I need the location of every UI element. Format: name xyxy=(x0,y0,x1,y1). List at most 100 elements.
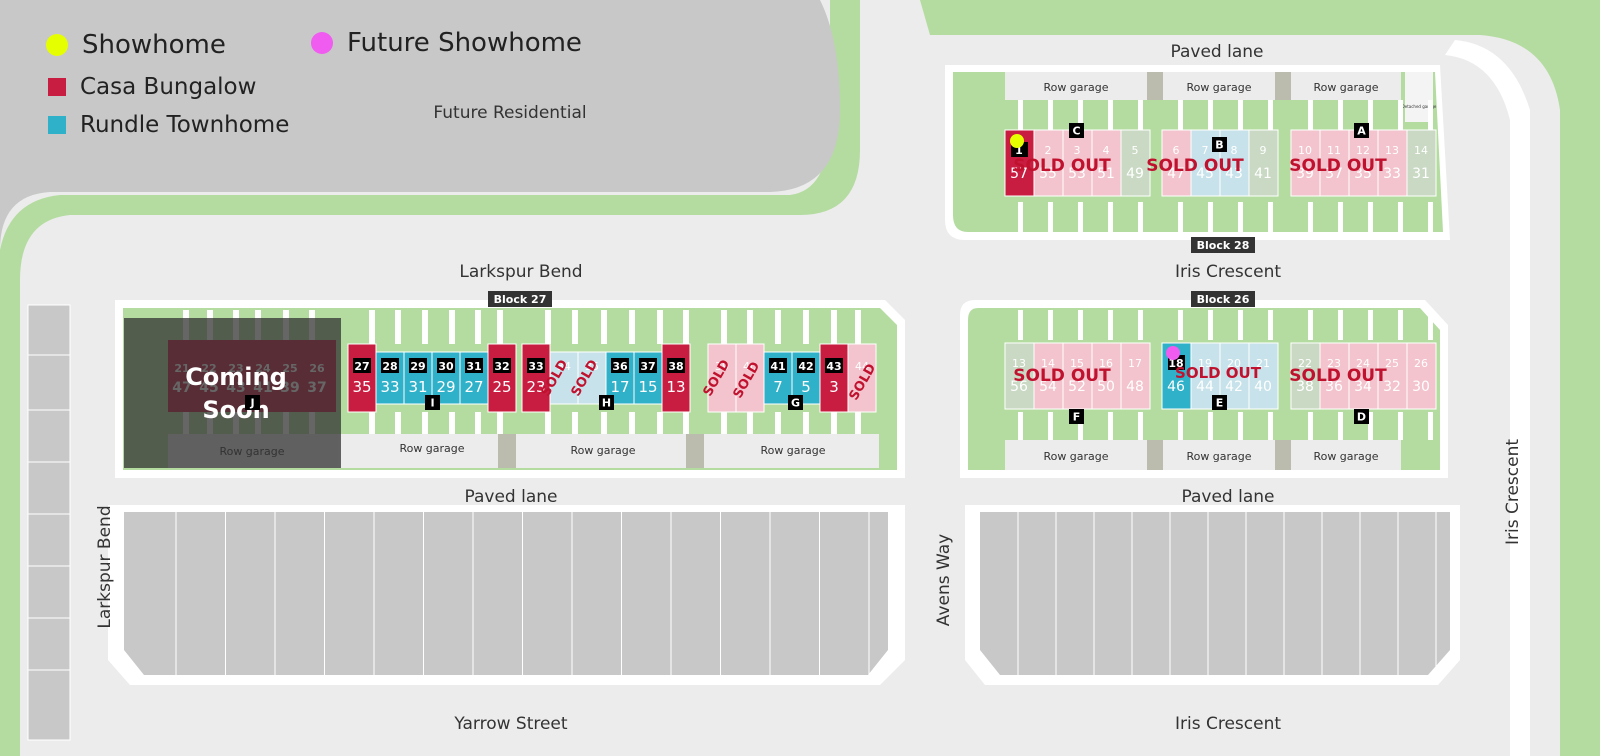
driveway xyxy=(497,412,503,434)
row-garage-label: Row garage xyxy=(1186,81,1251,94)
parcel-right xyxy=(980,512,1450,675)
lot-number-label: 3 xyxy=(1074,144,1081,157)
lot-number-label: 42 xyxy=(798,360,813,373)
driveway xyxy=(1308,310,1313,340)
driveway xyxy=(395,310,401,344)
driveway xyxy=(601,412,607,434)
road-larkspur-bend-side: Larkspur Bend xyxy=(95,505,115,628)
left-parking-dividers xyxy=(28,354,70,671)
driveway xyxy=(1018,310,1023,340)
lot-number-label: 39 xyxy=(1296,166,1314,182)
unit-letter-label: F xyxy=(1073,411,1081,424)
driveway xyxy=(1138,202,1143,232)
driveway xyxy=(1078,100,1083,130)
legend: Showhome Future Showhome Casa Bungalow R… xyxy=(46,28,686,148)
lot-number-label: 31 xyxy=(408,378,427,396)
driveway xyxy=(422,310,428,344)
lot-number-label: 45 xyxy=(1196,166,1214,182)
showhome-marker[interactable] xyxy=(1010,134,1024,148)
sold-out-label-a: SOLD OUT xyxy=(1289,156,1387,176)
unit xyxy=(1248,342,1279,410)
driveway xyxy=(601,310,607,344)
unit xyxy=(1033,129,1064,197)
lot-number-label: 32 xyxy=(1383,379,1401,395)
lot-number-label: 30 xyxy=(438,360,454,373)
lot-number-label: 26 xyxy=(1414,357,1428,370)
unit-letter-badge xyxy=(245,395,260,410)
row-garage-label: Row garage xyxy=(1043,81,1108,94)
parcel-right-dividers xyxy=(1017,512,1437,675)
unit xyxy=(735,343,765,413)
showhome-dot-icon xyxy=(46,34,68,56)
lot-number-label: 46 xyxy=(1167,379,1185,395)
row-garage-b28-1 xyxy=(1005,72,1147,100)
unit-letter-badge xyxy=(599,395,614,410)
lot-number-label: 14 xyxy=(1041,357,1055,370)
row-garage-i xyxy=(338,434,498,468)
lot-number-label: 15 xyxy=(638,378,657,396)
driveway xyxy=(1178,202,1183,232)
driveway xyxy=(775,310,781,344)
driveway xyxy=(747,310,753,344)
lot-number-label: 27 xyxy=(354,360,369,373)
unit xyxy=(1091,129,1122,197)
driveway xyxy=(855,310,861,344)
driveway xyxy=(1108,412,1113,440)
lot-number-label: 20 xyxy=(1227,357,1241,370)
lot-number-label: 51 xyxy=(1097,166,1115,182)
driveway xyxy=(1138,310,1143,340)
lot-badge xyxy=(527,358,545,373)
lot-number-label: 35 xyxy=(1354,166,1372,182)
lot-number-label: 13 xyxy=(1385,144,1399,157)
lot-number-label: 33 xyxy=(380,378,399,396)
road-avens-way: Avens Way xyxy=(934,534,954,626)
driveway xyxy=(1398,100,1403,130)
driveway xyxy=(1208,412,1213,440)
lot-number-label: 33 xyxy=(1383,166,1401,182)
unit-letter-label: B xyxy=(1215,139,1223,152)
future-showhome-marker[interactable] xyxy=(1166,346,1180,360)
lot-number-label: 39 xyxy=(715,360,729,373)
driveway xyxy=(1138,100,1143,130)
driveway xyxy=(683,412,689,434)
driveway xyxy=(1138,412,1143,440)
driveway xyxy=(475,412,481,434)
lot-badge xyxy=(493,358,511,373)
driveway xyxy=(1338,412,1343,440)
unit xyxy=(819,343,849,413)
driveway xyxy=(831,412,837,434)
lot-badge xyxy=(465,358,483,373)
road-yarrow-street: Yarrow Street xyxy=(453,714,567,734)
unit xyxy=(1319,129,1350,197)
lot-number-label: 43 xyxy=(1225,166,1243,182)
lot-number-label: 27 xyxy=(464,378,483,396)
driveway xyxy=(1268,412,1273,440)
driveway xyxy=(1238,310,1243,340)
lot-number-label: 54 xyxy=(1039,379,1057,395)
lot-number-label: 57 xyxy=(1010,166,1028,182)
unit xyxy=(1033,342,1064,410)
lot-badge xyxy=(381,358,399,373)
driveway xyxy=(1238,412,1243,440)
driveway xyxy=(449,310,455,344)
garage-gap-2 xyxy=(686,434,704,468)
driveway xyxy=(1338,202,1343,232)
unit-letter-label: D xyxy=(1357,411,1366,424)
driveway xyxy=(683,310,689,344)
driveway xyxy=(1208,310,1213,340)
driveway xyxy=(1018,202,1023,232)
unit-letter-badge xyxy=(1069,409,1084,424)
unit-letter-label: I xyxy=(430,397,434,410)
lot-number-label: 44 xyxy=(1196,379,1214,395)
road-larkspur-bend-top: Larkspur Bend xyxy=(459,262,582,282)
coming-soon-overlay xyxy=(124,318,341,468)
lot-number-label: 38 xyxy=(668,360,683,373)
driveway xyxy=(1178,100,1183,130)
lot-number-label: 16 xyxy=(1099,357,1113,370)
sold-out-label-c: SOLD OUT xyxy=(1013,156,1111,176)
unit xyxy=(1406,342,1437,410)
lot-number-label: 1 xyxy=(1015,144,1023,157)
garage-gap-5 xyxy=(1147,440,1163,470)
